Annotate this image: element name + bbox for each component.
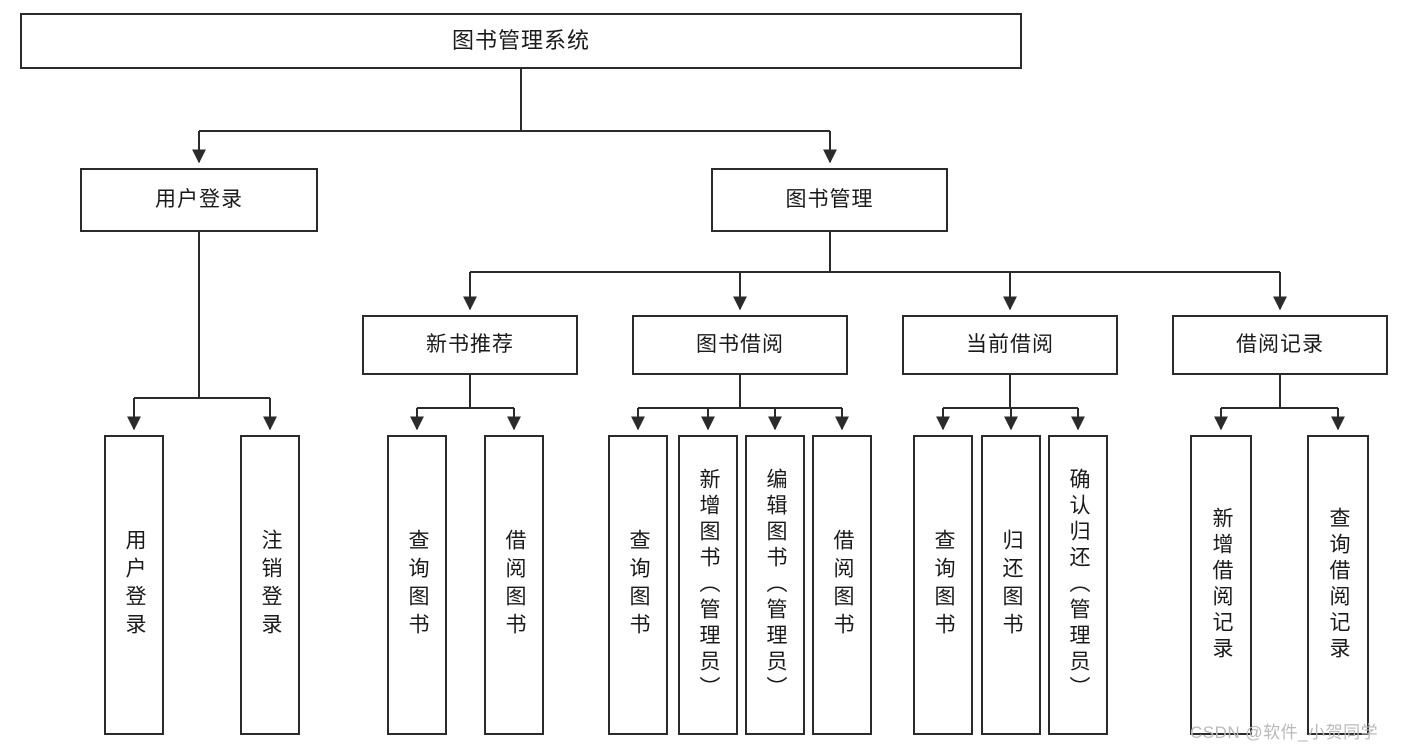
node-leaf-query-record[interactable]: 查询借阅记录	[1307, 435, 1369, 735]
node-leaf-borrow-book-2[interactable]: 借阅图书	[812, 435, 872, 735]
node-leaf-borrow-book-1[interactable]: 借阅图书	[484, 435, 544, 735]
node-leaf-query-book-2[interactable]: 查询图书	[608, 435, 668, 735]
node-book-management[interactable]: 图书管理	[711, 168, 948, 232]
csdn-watermark: CSDN @软件_小贺同学	[1190, 723, 1379, 742]
node-leaf-user-login[interactable]: 用户登录	[104, 435, 164, 735]
node-leaf-logout-login[interactable]: 注销登录	[240, 435, 300, 735]
node-borrow-record[interactable]: 借阅记录	[1172, 315, 1388, 375]
node-current-borrow[interactable]: 当前借阅	[902, 315, 1118, 375]
node-book-borrow[interactable]: 图书借阅	[632, 315, 848, 375]
node-leaf-confirm-return[interactable]: 确认归还（管理员）	[1048, 435, 1108, 735]
node-leaf-edit-book[interactable]: 编辑图书（管理员）	[745, 435, 805, 735]
node-leaf-add-record[interactable]: 新增借阅记录	[1190, 435, 1252, 735]
node-new-book-recommend[interactable]: 新书推荐	[362, 315, 578, 375]
node-leaf-return-book[interactable]: 归还图书	[981, 435, 1041, 735]
node-root[interactable]: 图书管理系统	[20, 13, 1022, 69]
node-leaf-add-book[interactable]: 新增图书（管理员）	[678, 435, 738, 735]
node-leaf-query-book-3[interactable]: 查询图书	[913, 435, 973, 735]
node-leaf-query-book-1[interactable]: 查询图书	[387, 435, 447, 735]
node-user-login[interactable]: 用户登录	[80, 168, 318, 232]
